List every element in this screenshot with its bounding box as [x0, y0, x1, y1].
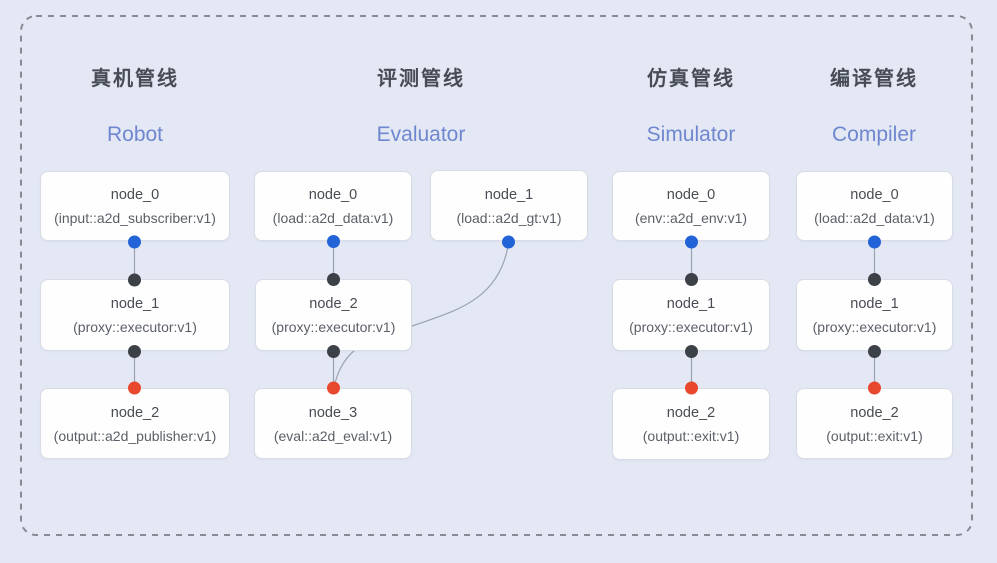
node-title: node_3 [308, 404, 358, 421]
pipeline-title-zh-compiler: 编译管线 [830, 68, 918, 90]
node-subtitle: (eval::a2d_eval:v1) [273, 427, 393, 444]
evaluator-node-1-box: node_1 (load::a2d_gt:v1) [430, 170, 588, 241]
evaluator-node-2-box: node_2 (proxy::executor:v1) [255, 279, 412, 351]
node-title: node_2 [309, 296, 358, 312]
node-subtitle: (proxy::executor:v1) [271, 319, 396, 335]
node-title: node_0 [850, 187, 899, 203]
node-title: node_0 [110, 187, 160, 203]
node-subtitle: (env::a2d_env:v1) [634, 210, 748, 226]
simulator-node-0-box: node_0 (env::a2d_env:v1) [612, 171, 770, 241]
pipeline-title-zh-evaluator: 评测管线 [377, 68, 465, 90]
node-title: node_0 [666, 187, 716, 203]
robot-node-0-box: node_0 (input::a2d_subscriber:v1) [40, 171, 230, 241]
simulator-node-2-box: node_2 (output::exit:v1) [612, 388, 770, 460]
node-subtitle: (output::exit:v1) [826, 427, 923, 444]
node-title: node_1 [110, 296, 160, 312]
node-subtitle: (load::a2d_data:v1) [814, 210, 935, 226]
pipeline-title-en-compiler: Compiler [831, 123, 917, 146]
evaluator-node-3-box: node_3 (eval::a2d_eval:v1) [254, 388, 412, 459]
pipeline-title-en-robot: Robot [106, 123, 164, 146]
node-title: node_2 [850, 404, 899, 421]
evaluator-node-0-box: node_0 (load::a2d_data:v1) [254, 171, 412, 241]
node-title: node_1 [850, 296, 899, 312]
pipeline-title-zh-robot: 真机管线 [91, 68, 179, 90]
node-title: node_1 [484, 186, 534, 203]
compiler-node-0-box: node_0 (load::a2d_data:v1) [796, 171, 953, 241]
compiler-node-2-box: node_2 (output::exit:v1) [796, 388, 953, 459]
robot-node-2-box: node_2 (output::a2d_publisher:v1) [40, 388, 230, 459]
compiler-node-1-box: node_1 (proxy::executor:v1) [796, 279, 953, 351]
node-subtitle: (input::a2d_subscriber:v1) [54, 210, 216, 226]
node-title: node_2 [110, 404, 160, 421]
node-subtitle: (proxy::executor:v1) [812, 319, 937, 335]
node-subtitle: (load::a2d_data:v1) [272, 210, 394, 226]
node-subtitle: (output::a2d_publisher:v1) [53, 427, 217, 444]
pipeline-title-en-evaluator: Evaluator [376, 123, 466, 146]
node-subtitle: (proxy::executor:v1) [629, 319, 753, 335]
robot-node-1-box: node_1 (proxy::executor:v1) [40, 279, 230, 351]
node-subtitle: (proxy::executor:v1) [73, 319, 197, 335]
simulator-node-1-box: node_1 (proxy::executor:v1) [612, 279, 770, 351]
node-title: node_1 [666, 296, 716, 312]
node-title: node_0 [308, 187, 358, 203]
node-title: node_2 [666, 405, 716, 421]
node-subtitle: (load::a2d_gt:v1) [456, 209, 562, 226]
node-subtitle: (output::exit:v1) [642, 428, 740, 444]
